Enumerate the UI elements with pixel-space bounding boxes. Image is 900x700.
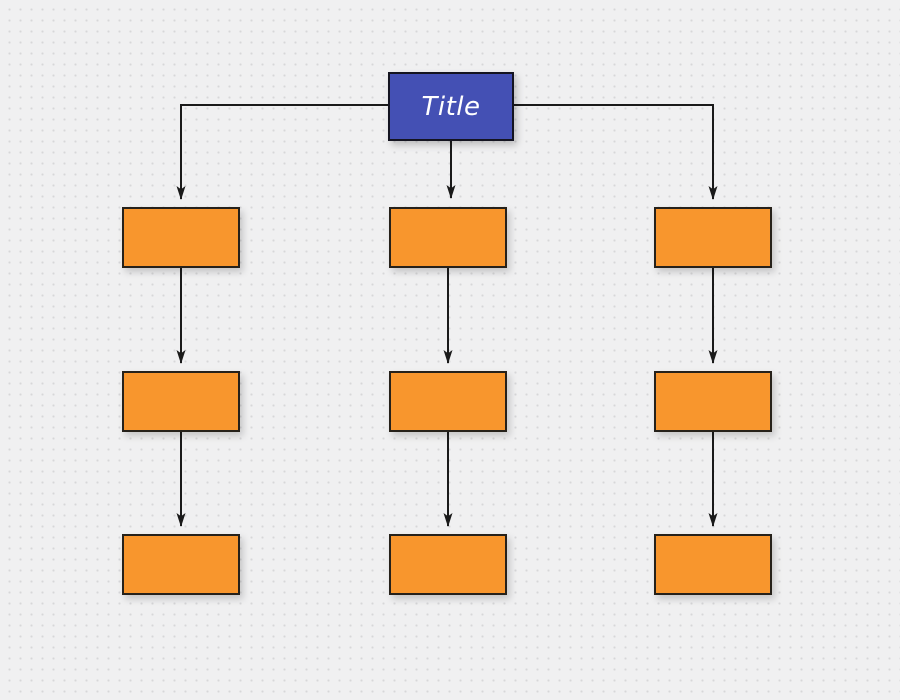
node-box-row2-col1[interactable] <box>122 371 240 432</box>
node-box-row1-col2[interactable] <box>389 207 507 268</box>
connector-title-to-col3[interactable] <box>514 104 718 200</box>
node-box-row1-col1[interactable] <box>122 207 240 268</box>
node-box-row2-col3[interactable] <box>654 371 772 432</box>
node-box-row2-col2[interactable] <box>389 371 507 432</box>
connector-title-to-col1[interactable] <box>176 104 388 200</box>
node-box-row3-col3[interactable] <box>654 534 772 595</box>
title-node[interactable]: Title <box>388 72 514 141</box>
node-box-row1-col3[interactable] <box>654 207 772 268</box>
node-box-row3-col2[interactable] <box>389 534 507 595</box>
title-node-label: Title <box>421 91 481 122</box>
node-box-row3-col1[interactable] <box>122 534 240 595</box>
